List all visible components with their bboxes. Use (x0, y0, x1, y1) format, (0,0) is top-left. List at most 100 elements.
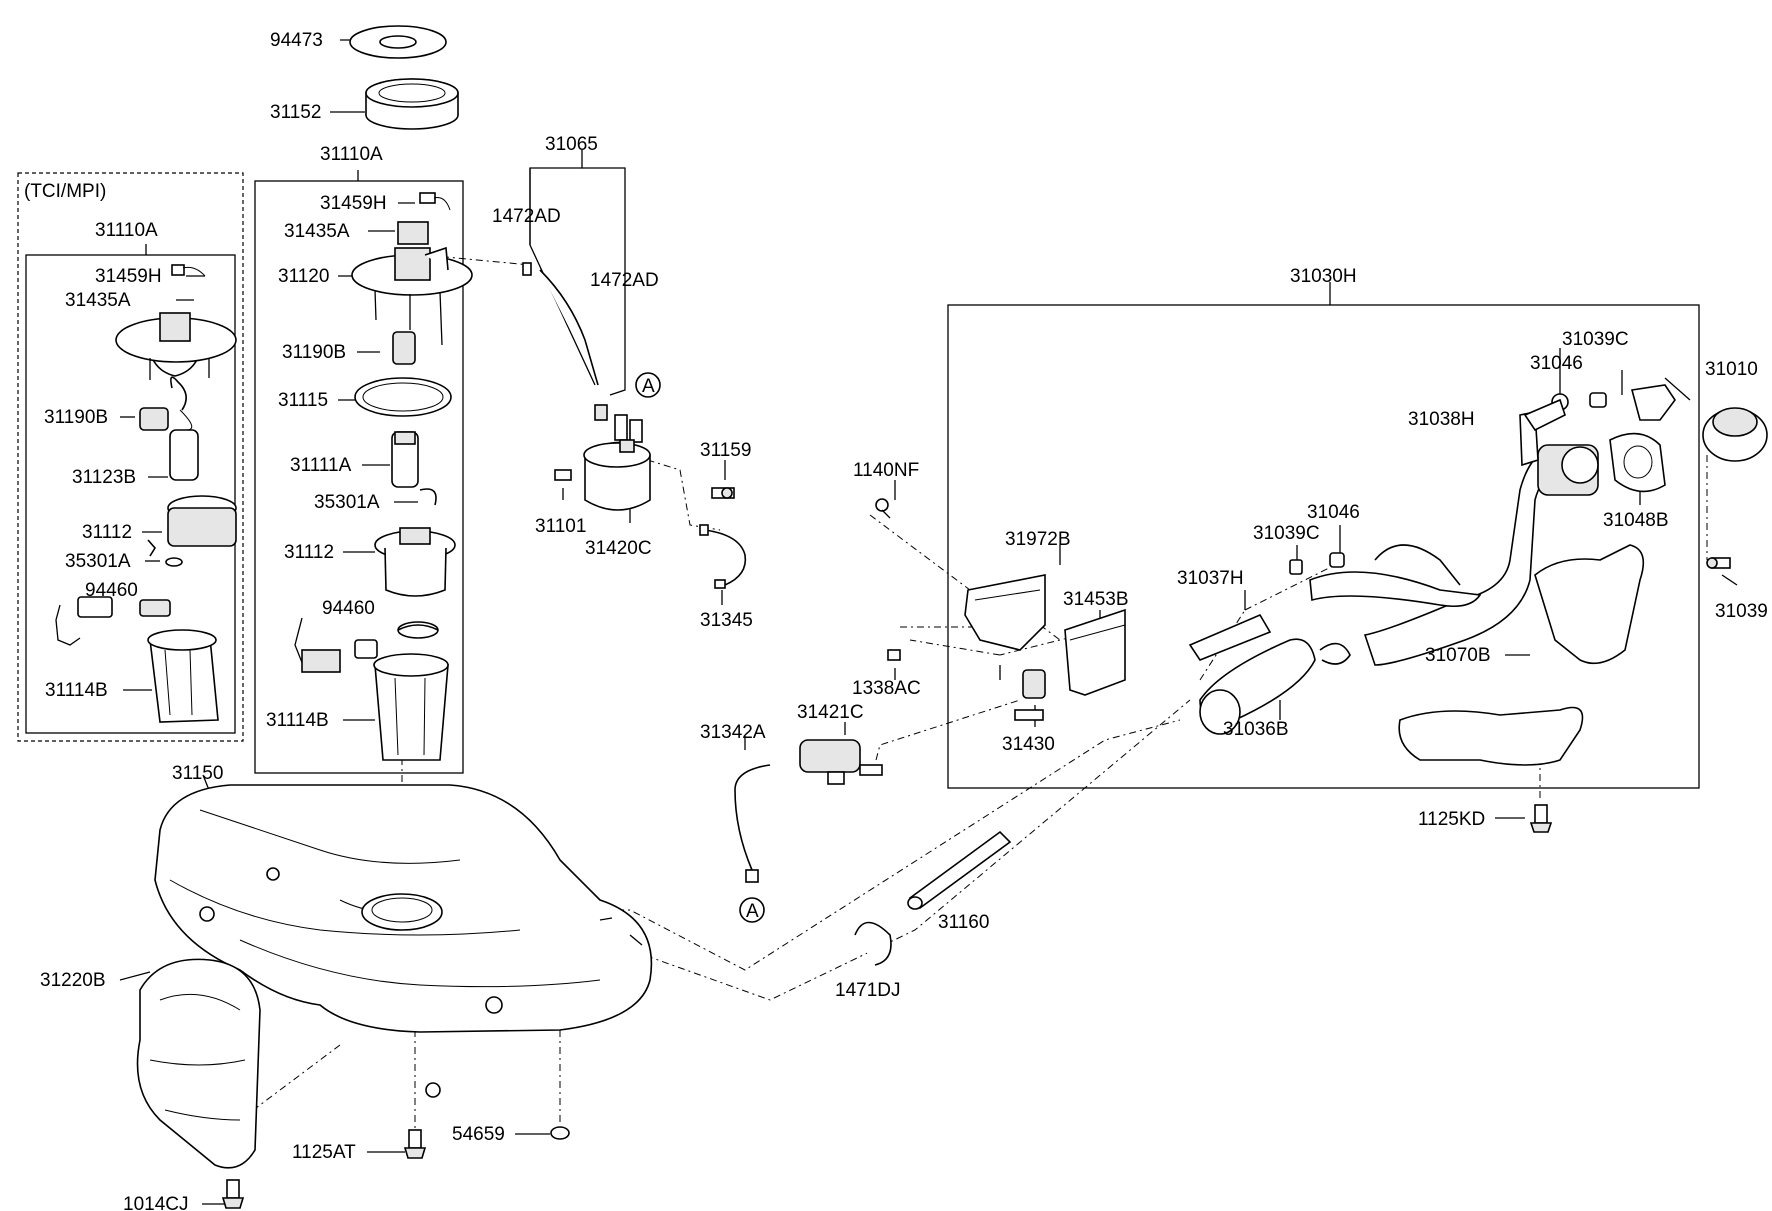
pipe-31160 (907, 830, 1012, 910)
bolt-1125AT (403, 1129, 427, 1159)
label-31039C-top: 31039C (1562, 329, 1629, 350)
label-31101: 31101 (535, 516, 586, 537)
label-31111A: 31111A (290, 455, 352, 476)
label-1472AD-left: 1472AD (492, 206, 561, 227)
bracket-31039C-top (1630, 384, 1676, 421)
label-31030H: 31030H (1290, 266, 1357, 287)
label-31342A: 31342A (700, 722, 766, 743)
hose-31345 (699, 524, 747, 589)
tci-mpi-dashed-box (17, 172, 244, 742)
label-35301A-left: 35301A (65, 551, 131, 572)
clamp-1471DJ (854, 921, 892, 966)
label-31421C: 31421C (797, 702, 864, 723)
label-31037H: 31037H (1177, 568, 1244, 589)
group-label-tci-mpi: (TCI/MPI) (24, 181, 106, 202)
label-31010: 31010 (1705, 359, 1758, 380)
label-31123B: 31123B (72, 467, 136, 488)
hose-31065 (522, 262, 599, 386)
valve-31421C (799, 739, 883, 785)
label-31159: 31159 (700, 440, 751, 461)
clamp-31037 (1319, 642, 1351, 665)
label-31036B: 31036B (1223, 719, 1289, 740)
filler-neck-assembly-box (947, 304, 1700, 789)
label-31972B: 31972B (1005, 529, 1071, 550)
marker-a-top: A (635, 372, 661, 398)
label-31112-center: 31112 (284, 542, 334, 563)
labels: (TCI/MPI) 94473 31152 31110A 31065 1472A… (24, 30, 1768, 1211)
label-31220B: 31220B (40, 970, 106, 991)
hose-31342A (734, 764, 771, 883)
label-31048B: 31048B (1603, 510, 1669, 531)
gasket-31048B (1609, 432, 1666, 493)
bolt-31159 (711, 487, 735, 499)
label-31435A-left: 31435A (65, 290, 131, 311)
label-31065: 31065 (545, 134, 598, 155)
bracket-31972B (964, 574, 1046, 651)
label-1014CJ: 1014CJ (123, 1194, 189, 1211)
label-94473: 94473 (270, 30, 323, 51)
tci-pump-module (55, 264, 237, 723)
label-31150: 31150 (172, 763, 223, 784)
grommet-54659 (550, 1126, 570, 1140)
label-1472AD-right: 1472AD (590, 270, 659, 291)
clip-31039C-mid (1289, 559, 1303, 575)
label-31152: 31152 (270, 102, 321, 123)
hose-31036B (1199, 638, 1316, 735)
label-31420C: 31420C (585, 538, 652, 559)
label-31435A-center: 31435A (284, 221, 350, 242)
elbow-31038H (1523, 398, 1566, 432)
label-31046-mid: 31046 (1307, 502, 1360, 523)
label-94460-left: 94460 (85, 580, 138, 601)
bolt-1014CJ (221, 1179, 245, 1209)
clip-31039C-upper (1589, 392, 1607, 408)
label-1471DJ: 1471DJ (835, 980, 901, 1001)
tci-mpi-pump-box (25, 254, 236, 734)
label-31115: 31115 (278, 390, 328, 411)
label-31114B-left: 31114B (45, 680, 108, 701)
marker-a-bottom: A (739, 897, 765, 923)
label-35301A-center: 35301A (314, 492, 380, 513)
label-31046-top: 31046 (1530, 353, 1583, 374)
shield-31070B (1534, 544, 1645, 665)
label-31112-left: 31112 (82, 522, 132, 543)
label-94460-center: 94460 (322, 598, 375, 619)
label-1338AC: 1338AC (852, 678, 921, 699)
label-31453B: 31453B (1063, 589, 1129, 610)
label-31459H-center: 31459H (320, 193, 387, 214)
label-31120: 31120 (278, 266, 329, 287)
label-31110A-left: 31110A (95, 220, 158, 241)
label-31110A-center: 31110A (320, 144, 383, 165)
label-1125KD: 1125KD (1418, 809, 1485, 830)
label-31190B-left: 31190B (44, 407, 108, 428)
label-31430: 31430 (1002, 734, 1055, 755)
marker-a-bottom-text: A (746, 901, 759, 922)
lower-bracket (1398, 706, 1584, 766)
filler-neck (1309, 411, 1599, 666)
bolt-31039 (1706, 557, 1731, 569)
heat-shield-31220B (136, 958, 261, 1169)
cover-plate-94473 (349, 25, 447, 59)
label-31039: 31039 (1715, 601, 1768, 622)
label-1140NF: 1140NF (853, 460, 919, 481)
fuel-pump-assembly-box (254, 180, 464, 774)
hose-31037H (1188, 613, 1272, 661)
tag-31101 (554, 469, 572, 481)
seal-31046-mid (1329, 552, 1345, 568)
cap-31010 (1702, 407, 1768, 462)
vapor-filter-31453B (1064, 608, 1126, 696)
bolt-1125KD (1529, 804, 1553, 833)
fuel-pump-assembly-31110A (294, 192, 473, 761)
label-31038H: 31038H (1408, 409, 1475, 430)
nut-1338AC (887, 649, 901, 661)
label-31459H-left: 31459H (95, 266, 162, 287)
label-31070B: 31070B (1425, 645, 1491, 666)
lock-ring-31152 (365, 78, 459, 130)
label-31160: 31160 (938, 912, 989, 933)
marker-a-top-text: A (642, 376, 655, 397)
canister-31420C (583, 404, 651, 511)
label-31114B-center: 31114B (266, 710, 329, 731)
bolt-1140NF (875, 498, 891, 519)
valve-31430 (1014, 669, 1046, 721)
label-54659: 54659 (452, 1124, 505, 1145)
